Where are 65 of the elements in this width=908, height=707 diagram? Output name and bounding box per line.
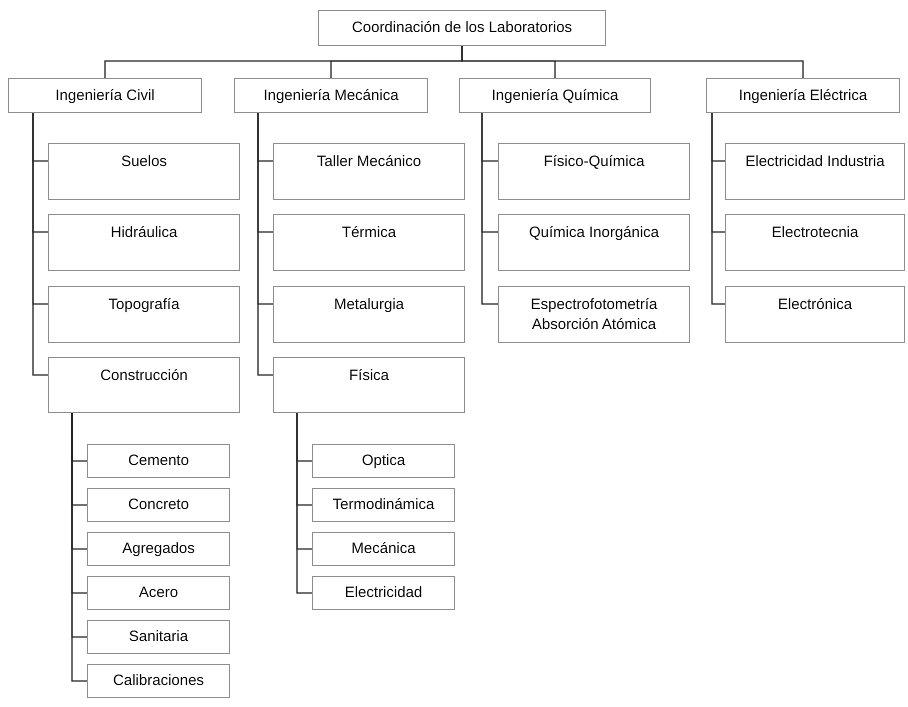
unit-name: Coordinación de los Laboratorios xyxy=(352,18,572,38)
unit-name: Electricidad xyxy=(344,583,422,603)
unit-name: Termodinámica xyxy=(332,495,434,515)
connector-line xyxy=(71,413,87,682)
unit-name: Química Inorgánica xyxy=(528,223,660,243)
org-box xyxy=(48,214,240,271)
org-box xyxy=(725,286,905,343)
org-box xyxy=(87,444,230,478)
unit-name: Ingeniería Civil xyxy=(55,86,155,106)
unit-name: Construcción xyxy=(100,366,188,386)
unit-name: Suelos xyxy=(121,152,167,172)
unit-name: Térmica xyxy=(342,223,396,243)
unit-name: Física xyxy=(348,366,389,386)
org-box xyxy=(87,532,230,566)
unit-name: Metalurgia xyxy=(334,295,404,315)
unit-name: Electrotecnia xyxy=(772,223,858,243)
unit-name: Electrónica xyxy=(778,295,852,315)
unit-name: Ingeniería Química xyxy=(492,86,618,106)
connector-line xyxy=(481,113,498,305)
unit-name: Hidráulica xyxy=(110,223,178,243)
org-box xyxy=(87,576,230,610)
connector-line xyxy=(711,113,725,305)
org-box xyxy=(706,78,900,113)
org-box xyxy=(498,214,690,271)
unit-name: Agregados xyxy=(122,539,195,559)
connector-line xyxy=(296,413,312,594)
connector-line xyxy=(257,113,273,376)
connector-line xyxy=(461,46,804,78)
org-box xyxy=(273,357,465,413)
unit-name: Cemento xyxy=(128,451,189,471)
org-box xyxy=(459,78,651,113)
org-box xyxy=(312,488,455,522)
unit-name: Taller Mecánico xyxy=(316,152,422,172)
unit-name: Ingeniería Mecánica xyxy=(263,86,399,106)
org-box xyxy=(87,488,230,522)
org-box xyxy=(48,143,240,200)
org-box xyxy=(725,214,905,271)
org-box xyxy=(234,78,428,113)
org-box xyxy=(273,143,465,200)
unit-name: Topografía xyxy=(108,295,180,315)
unit-name: Sanitaria xyxy=(128,627,188,647)
org-box xyxy=(48,357,240,413)
org-box xyxy=(498,286,690,343)
org-box xyxy=(498,143,690,200)
unit-name: Electricidad Industria xyxy=(745,152,885,172)
org-box xyxy=(318,10,606,46)
unit-name: Calibraciones xyxy=(113,671,204,691)
org-box xyxy=(312,576,455,610)
org-box xyxy=(312,444,455,478)
org-box xyxy=(312,532,455,566)
org-box xyxy=(87,620,230,654)
unit-name: Acero xyxy=(138,583,178,603)
connector-line xyxy=(32,113,48,376)
unit-name: Mecánica xyxy=(351,539,416,559)
org-box xyxy=(273,286,465,343)
unit-name: Ingeniería Eléctrica xyxy=(738,86,868,106)
unit-name: Físico-Química xyxy=(544,152,644,172)
org-box xyxy=(48,286,240,343)
org-box xyxy=(273,214,465,271)
org-box xyxy=(87,664,230,698)
org-box xyxy=(725,143,905,200)
unit-name: Optica xyxy=(362,451,406,471)
unit-name: Espectrofotometría Absorción Atómica xyxy=(530,295,658,335)
unit-name: Concreto xyxy=(128,495,189,515)
org-box xyxy=(8,78,202,113)
